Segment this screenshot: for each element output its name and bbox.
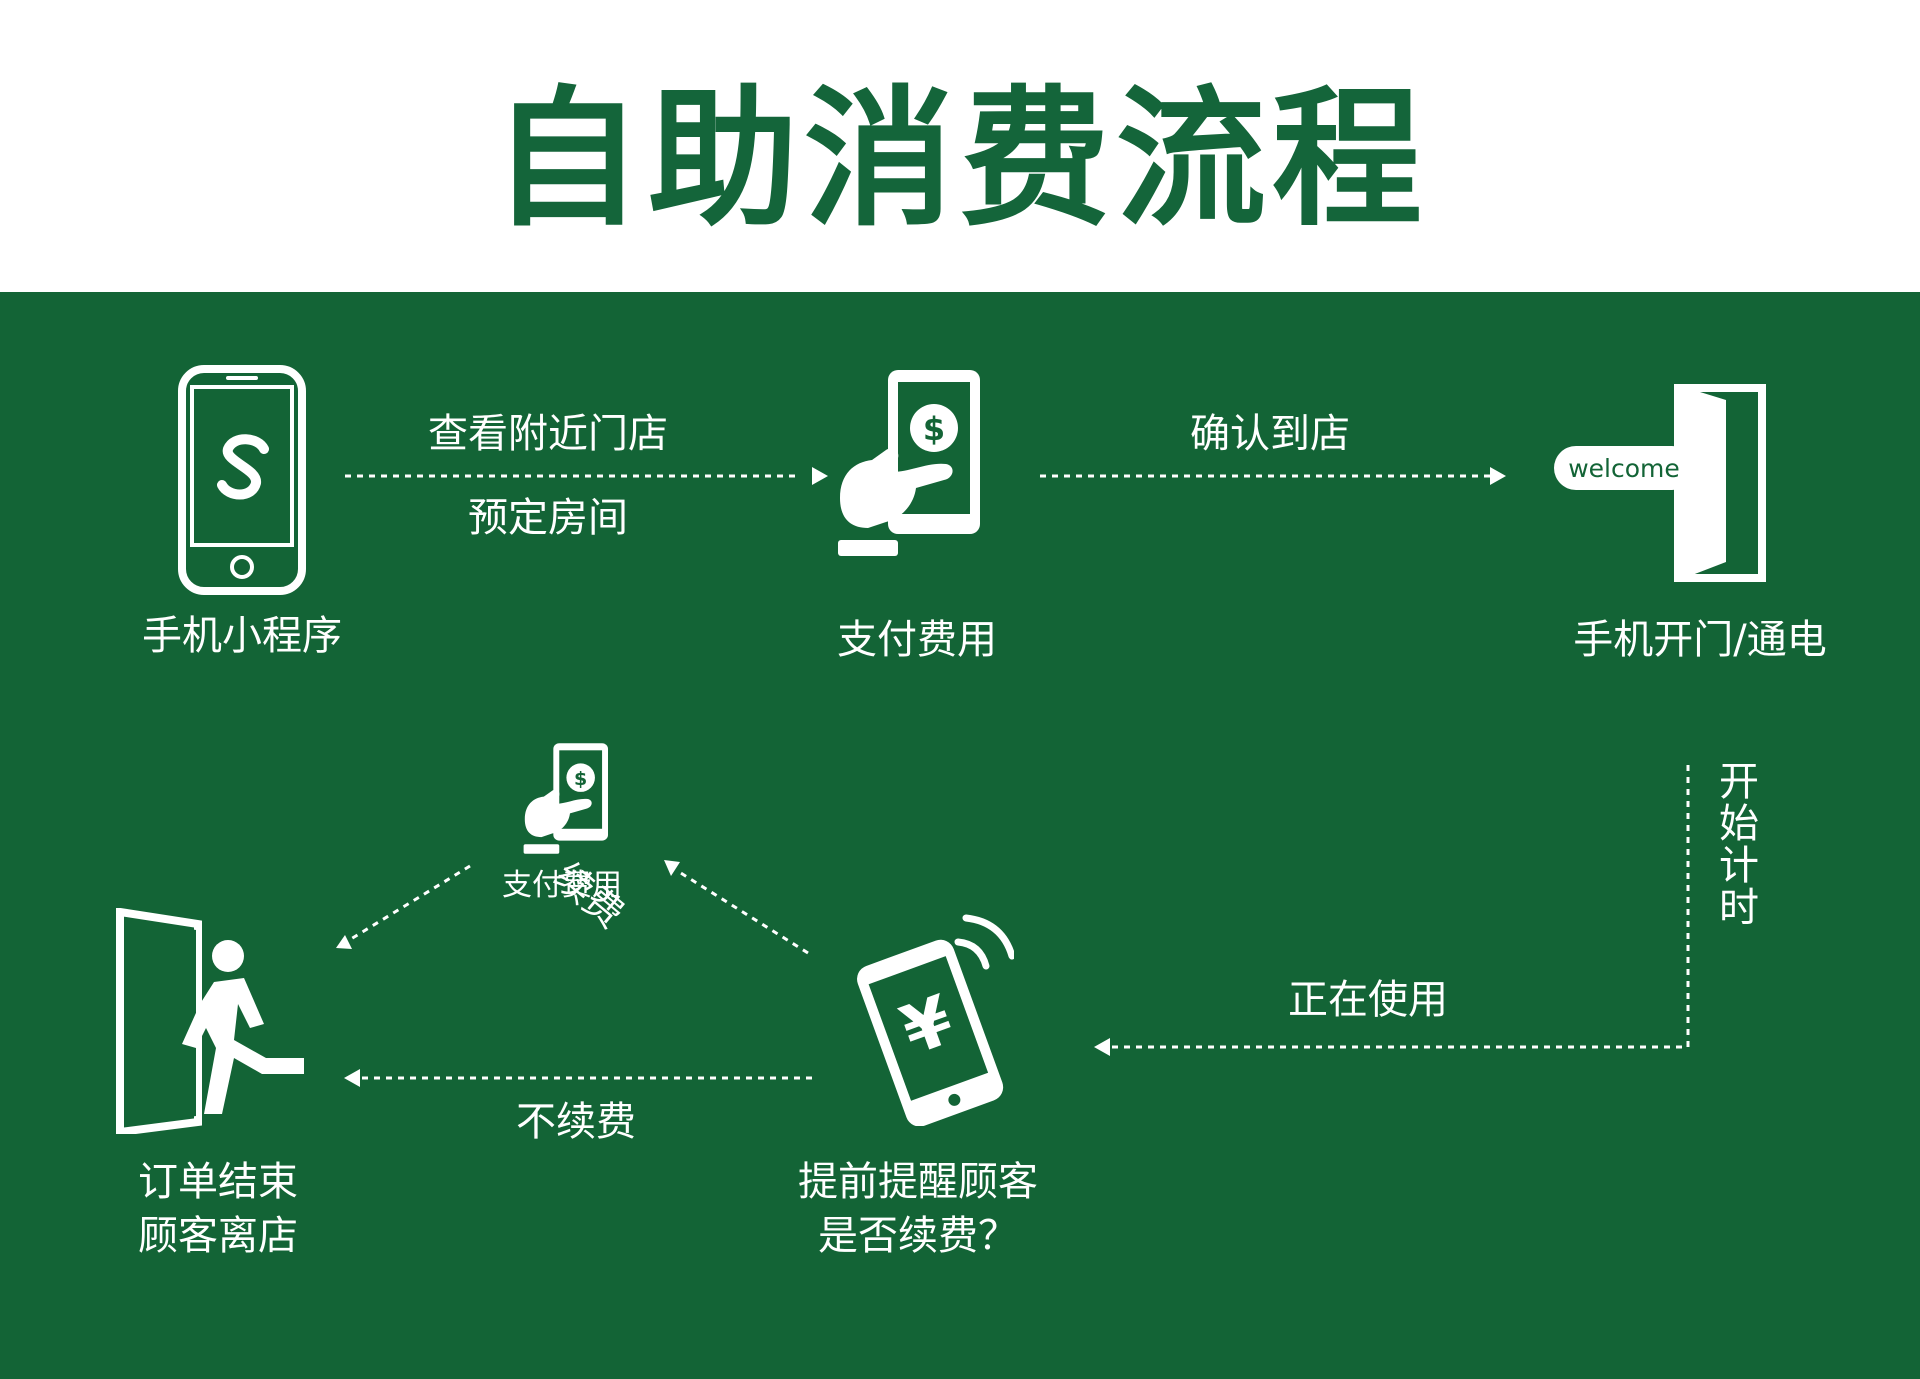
edge-label-in-use: 正在使用 (1288, 977, 1448, 1023)
edge-label-book-room: 预定房间 (468, 495, 628, 541)
svg-text:$: $ (923, 410, 945, 448)
arrow-renew-to-end (345, 864, 471, 944)
page-title: 自助消费流程 (491, 72, 1428, 247)
arrow-remind-to-renew (675, 868, 809, 955)
node-order-end-line1: 订单结束 (138, 1159, 298, 1205)
svg-text:$: $ (574, 768, 587, 790)
node-open-door-label: 手机开门/通电 (1573, 617, 1827, 663)
node-remind-line2: 是否续费？ (818, 1213, 1018, 1259)
smartphone-app-icon (178, 365, 306, 595)
door-welcome-sign-icon: welcome (1554, 384, 1766, 582)
welcome-sign-text: welcome (1568, 454, 1680, 483)
node-renew-pay-label: 支付费用 (502, 868, 622, 903)
edge-label-view-stores: 查看附近门店 (428, 411, 668, 457)
hand-holding-phone-dollar-icon: $ (838, 370, 980, 556)
arrow-door-to-using (1110, 765, 1690, 1049)
node-pay-label: 支付费用 (837, 617, 997, 663)
phone-yuan-notification-icon: ¥ (857, 914, 1014, 1126)
hand-holding-phone-dollar-icon: $ (523, 743, 609, 854)
edge-label-start-timing: 开始计时 (1712, 760, 1758, 928)
node-mini-program-label: 手机小程序 (142, 613, 342, 659)
edge-label-confirm-arrival: 确认到店 (1190, 411, 1350, 457)
node-order-end-line2: 顾客离店 (138, 1213, 298, 1259)
edge-label-no-renew: 不续费 (516, 1099, 636, 1145)
node-remind-line1: 提前提醒顾客 (798, 1159, 1038, 1205)
person-exiting-door-icon (116, 908, 304, 1134)
